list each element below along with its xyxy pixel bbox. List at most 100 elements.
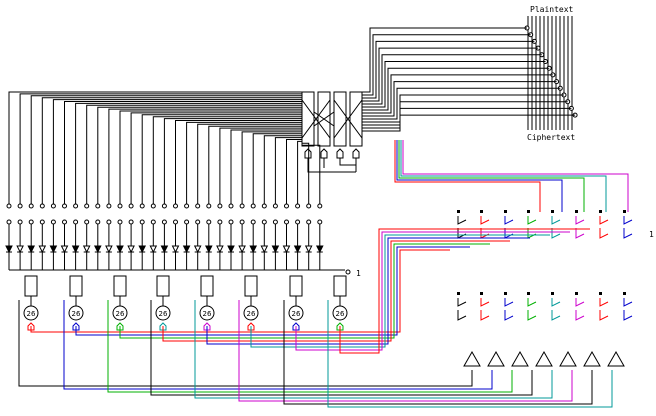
terminal-mid — [150, 219, 156, 225]
diode — [249, 245, 258, 254]
relay-coil — [69, 275, 83, 297]
rotor-wire — [30, 95, 302, 204]
contact-terminals — [6, 203, 323, 225]
rotor-feedback-wire — [398, 140, 585, 212]
terminal-mid — [128, 219, 134, 225]
stepping-relays — [24, 275, 347, 306]
rotor-wire — [219, 127, 302, 204]
switch-arm — [480, 310, 490, 321]
switch-arm — [551, 228, 561, 239]
switch-arm — [527, 310, 537, 321]
rotor-wire — [302, 142, 310, 204]
return-wire — [327, 300, 613, 408]
switch-ladder — [457, 210, 633, 321]
switch-arm — [457, 310, 467, 321]
relay-coil — [113, 275, 127, 297]
switch-arm — [599, 216, 609, 225]
counter-value: 26 — [336, 310, 345, 318]
switch-arm — [575, 228, 585, 239]
switch-contact — [599, 210, 602, 213]
diode — [27, 245, 36, 254]
rotor-wire — [302, 144, 321, 204]
bus-wire — [362, 40, 535, 99]
rotor-wire — [230, 129, 302, 204]
rotor-pins — [304, 148, 360, 173]
switch-contact — [504, 210, 507, 213]
diode — [60, 245, 69, 254]
switch-arm — [551, 298, 561, 307]
rotor-wire — [141, 114, 302, 204]
rotor-wire — [241, 131, 302, 204]
diode — [193, 245, 202, 254]
rotor-wire — [86, 104, 302, 204]
terminal-mid — [239, 219, 245, 225]
switch-arm — [623, 216, 633, 225]
bus-wire — [362, 67, 550, 111]
counter-dial — [155, 305, 171, 321]
return-wire — [18, 300, 473, 387]
terminal-top — [150, 203, 156, 209]
terminal-mid — [306, 219, 312, 225]
counter-dial — [288, 305, 304, 321]
bus-wire — [362, 27, 527, 93]
relay-coil — [24, 275, 38, 297]
relay-coil — [244, 275, 258, 297]
switch-arm — [575, 298, 585, 307]
switch-contact — [623, 292, 626, 295]
terminal-top — [217, 203, 223, 209]
terminal-top — [284, 203, 289, 209]
terminal-mid — [317, 219, 323, 225]
rotor-feedback-wire — [402, 140, 629, 212]
terminal-top — [39, 203, 45, 209]
rotor-wire — [252, 133, 302, 204]
relay-coil — [289, 275, 303, 297]
rotor-4 — [349, 91, 363, 147]
diode — [82, 245, 91, 254]
rotor-wire — [197, 123, 302, 204]
bus-wire — [362, 74, 553, 114]
switch-contact — [527, 292, 530, 295]
terminal-mid — [272, 219, 278, 225]
rotor-wire — [186, 121, 302, 204]
rotor-wire — [64, 101, 302, 204]
terminal-top — [50, 203, 56, 209]
rotor-output-wires — [362, 27, 576, 132]
rotor-wire — [175, 120, 302, 204]
diode — [105, 245, 113, 254]
switch-contact — [551, 210, 554, 213]
terminal-mid — [173, 219, 178, 225]
rotor-wire — [52, 99, 302, 204]
rotor-wire — [41, 97, 302, 204]
rotor-wire — [19, 93, 302, 204]
terminal-top — [62, 203, 67, 209]
switch-arm — [623, 298, 633, 307]
return-wire — [194, 300, 553, 399]
counter-value: 26 — [27, 310, 36, 318]
relay-coil — [333, 275, 347, 297]
switch-arm — [599, 228, 609, 239]
terminal-mid — [6, 219, 12, 225]
return-wire — [238, 300, 573, 402]
diode — [116, 245, 124, 254]
switch-contact — [527, 210, 530, 213]
terminal-top — [250, 203, 256, 209]
terminal-mid — [295, 219, 301, 225]
return-wires — [18, 300, 613, 408]
feedback-wire — [75, 246, 470, 336]
terminal-mid — [73, 219, 79, 225]
rotor-input-wires — [8, 91, 321, 204]
switch-arm — [623, 310, 633, 321]
counter-dial — [112, 305, 128, 321]
diode — [282, 245, 291, 254]
switch-arm — [504, 310, 514, 321]
rotor-wire — [274, 137, 302, 204]
switch-contact — [623, 210, 626, 213]
switch-arm — [599, 298, 609, 307]
terminal-mid — [139, 219, 145, 225]
feedback-wire — [250, 234, 550, 348]
bus-wire — [362, 61, 546, 108]
terminal-mid — [62, 219, 67, 225]
switch-arm — [504, 216, 514, 225]
plugboard-bus — [524, 16, 578, 130]
terminal-top — [95, 203, 101, 209]
